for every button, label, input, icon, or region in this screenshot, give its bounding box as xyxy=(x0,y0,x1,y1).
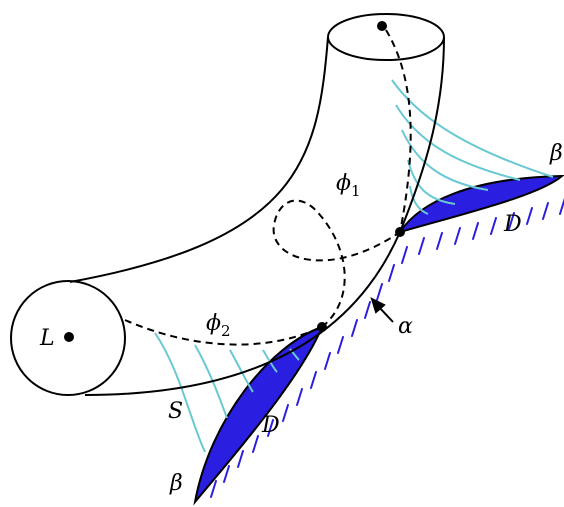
phi1-loop xyxy=(272,199,401,328)
dashed-curves xyxy=(124,29,412,346)
phi2-curve xyxy=(124,319,323,346)
boundary-hatching xyxy=(210,197,564,498)
upper-junction-point xyxy=(395,227,405,237)
tube-right-wall xyxy=(84,36,445,396)
phi1-upper xyxy=(385,29,412,233)
label-phi2: ϕ2 xyxy=(206,311,231,340)
left-end-circle xyxy=(10,280,126,396)
alpha-arrow xyxy=(370,297,394,323)
label-alpha: α xyxy=(398,314,413,339)
label-beta-left: β xyxy=(169,471,183,496)
lower-junction-point xyxy=(317,322,327,332)
label-beta-right: β xyxy=(549,141,563,166)
disk-d-right xyxy=(397,174,564,234)
top-end-circle xyxy=(327,13,445,61)
tube-outline xyxy=(10,13,445,396)
label-phi1: ϕ1 xyxy=(336,171,361,200)
label-l: L xyxy=(39,326,55,351)
marked-points xyxy=(64,21,405,342)
fiber-lines-top xyxy=(391,79,554,215)
fiber-lines-bottom xyxy=(154,332,300,453)
label-d-left: D xyxy=(261,413,280,438)
l-center-point xyxy=(64,332,74,342)
tube-left-wall xyxy=(69,36,329,283)
top-center-point xyxy=(377,21,387,31)
label-s: S xyxy=(168,399,183,424)
label-d-right: D xyxy=(503,212,522,237)
disk-d-left xyxy=(193,325,324,506)
